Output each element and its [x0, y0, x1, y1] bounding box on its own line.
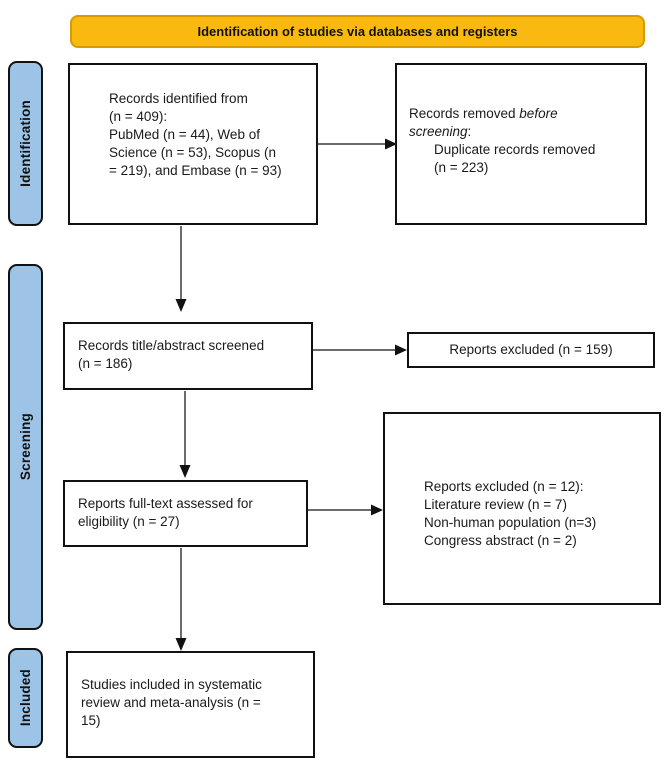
records-removed-detail: Duplicate records removed (n = 223)	[434, 142, 596, 175]
records-removed-italic-before: before	[519, 106, 558, 121]
arrow-identified-to-screened	[175, 226, 187, 312]
records-removed-italic-screening: screening	[409, 124, 468, 139]
box-records-removed-before-screening: Records removed before screening: Duplica…	[395, 63, 647, 225]
arrow-screened-to-assessed	[179, 391, 191, 478]
arrow-identified-to-removed	[318, 138, 397, 150]
box-reports-fulltext-assessed: Reports full-text assessed for eligibili…	[63, 480, 308, 547]
box-records-title-abstract-screened: Records title/abstract screened (n = 186…	[63, 322, 313, 390]
banner-identification-via-databases: Identification of studies via databases …	[70, 15, 645, 48]
records-removed-heading: Records removed before screening:	[409, 105, 637, 141]
stage-label-identification: Identification	[8, 61, 43, 226]
stage-label-included: Included	[8, 648, 43, 748]
box-records-identified: Records identified from (n = 409): PubMe…	[68, 63, 318, 225]
records-removed-prefix: Records removed	[409, 106, 520, 121]
reports-excluded-screening-text: Reports excluded (n = 159)	[449, 342, 613, 357]
stage-label-screening-text: Screening	[18, 413, 33, 481]
arrow-assessed-to-excluded	[308, 504, 383, 516]
box-studies-included: Studies included in systematic review an…	[66, 651, 315, 758]
records-removed-colon: :	[467, 124, 472, 139]
stage-label-included-text: Included	[18, 669, 33, 727]
box-reports-excluded-eligibility: Reports excluded (n = 12): Literature re…	[383, 412, 661, 605]
banner-label: Identification of studies via databases …	[197, 24, 518, 39]
arrow-assessed-to-included	[175, 548, 187, 651]
box-reports-excluded-screening: Reports excluded (n = 159)	[407, 332, 655, 368]
stage-label-screening: Screening	[8, 264, 43, 630]
arrow-screened-to-excluded	[313, 344, 407, 356]
stage-label-identification-text: Identification	[18, 100, 33, 187]
